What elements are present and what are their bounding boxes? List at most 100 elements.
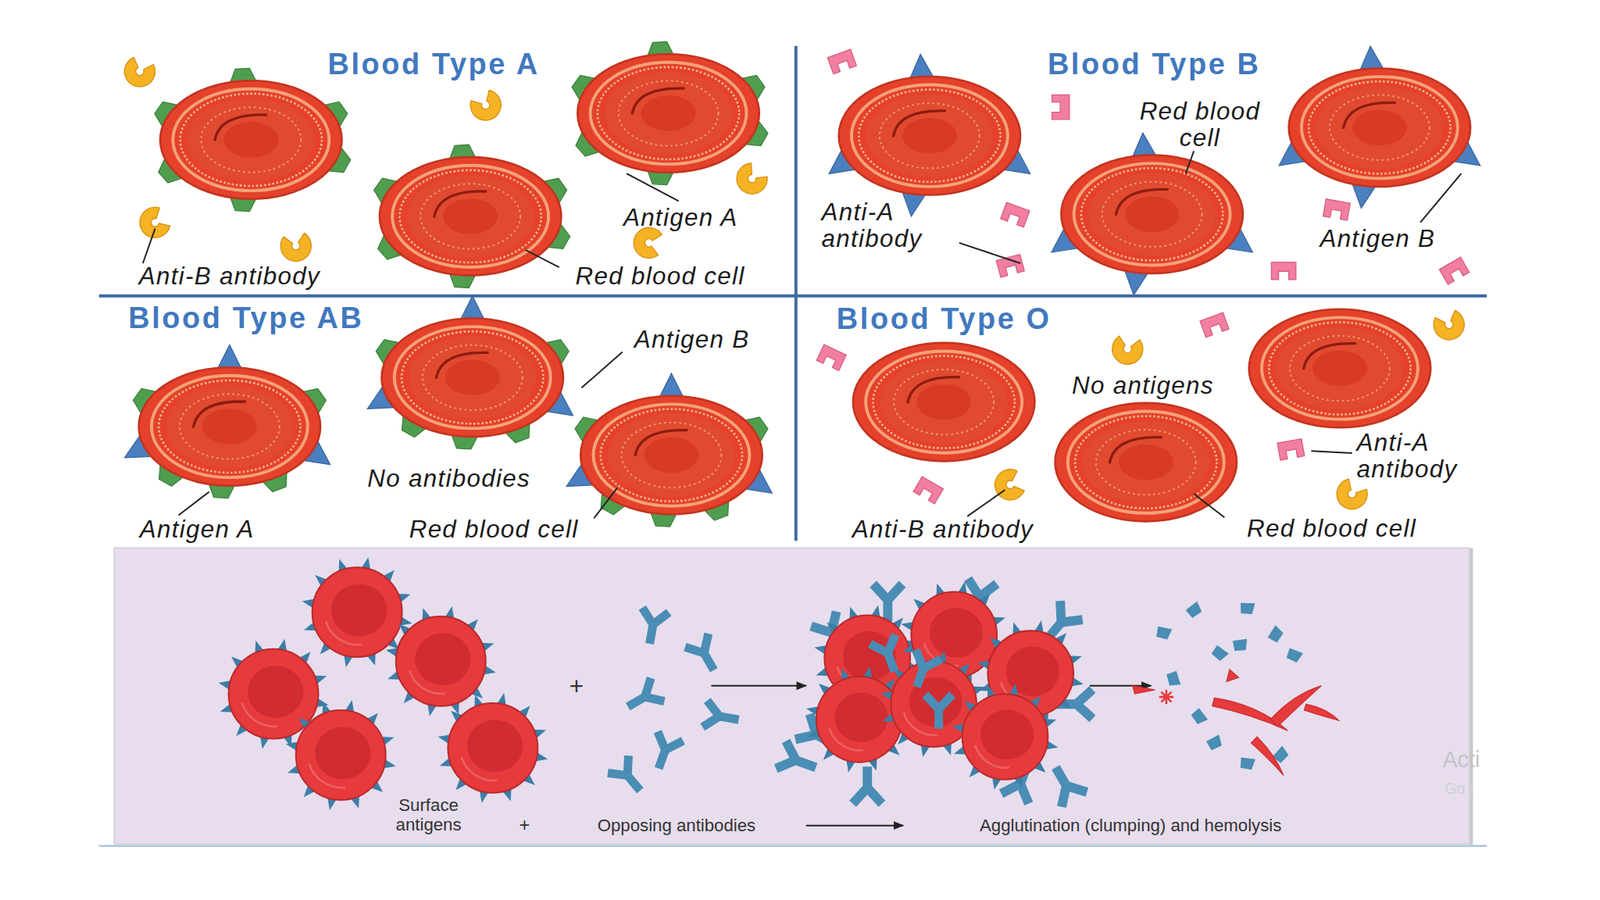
callout-label: Anti-A antibody bbox=[1356, 429, 1494, 483]
anti-a-antibody bbox=[1000, 202, 1030, 228]
red-blood-cell bbox=[385, 606, 497, 717]
cell-center bbox=[1125, 196, 1180, 233]
anti-a-antibody bbox=[1200, 312, 1229, 338]
panel-title: Blood Type A bbox=[327, 47, 540, 82]
cell-center bbox=[607, 414, 736, 497]
cell-ring bbox=[858, 89, 1000, 183]
cell-ring bbox=[872, 356, 1015, 449]
cell-center bbox=[1088, 172, 1216, 256]
cell-body bbox=[296, 710, 386, 800]
red-blood-cell bbox=[1249, 309, 1431, 429]
cell-body bbox=[839, 76, 1021, 196]
cell-ring bbox=[200, 107, 301, 172]
antibody-fragment bbox=[1184, 601, 1204, 620]
blood-type-panel: Blood Type O bbox=[797, 297, 1487, 541]
antibodies bbox=[120, 49, 1470, 515]
cell-center bbox=[467, 719, 523, 772]
cell-ring bbox=[600, 408, 743, 501]
cell-crease bbox=[1109, 437, 1162, 464]
cell-ring bbox=[1102, 182, 1203, 247]
cell-crease bbox=[1342, 102, 1396, 129]
red-blood-cell bbox=[571, 41, 768, 185]
cell-ring bbox=[394, 326, 551, 429]
cell-ring bbox=[1074, 163, 1231, 265]
callout-label: Red blood cell bbox=[1123, 97, 1277, 151]
antibody bbox=[646, 731, 683, 773]
callout-label: Anti-B antibody bbox=[139, 263, 321, 290]
cell-crease bbox=[632, 88, 685, 115]
cell-highlight bbox=[903, 712, 939, 736]
cell-center bbox=[916, 384, 972, 420]
panel-edge bbox=[99, 844, 1487, 847]
red-blood-cell bbox=[437, 692, 548, 804]
leader-line bbox=[178, 492, 210, 516]
cell-body bbox=[139, 367, 321, 486]
caption-text: Go t bbox=[1444, 778, 1474, 797]
cell-ring bbox=[865, 350, 1022, 453]
cell-highlight bbox=[325, 621, 362, 645]
leader-line bbox=[593, 487, 618, 518]
antibody-fragment bbox=[1189, 707, 1208, 726]
anti-b-antibody bbox=[467, 87, 508, 126]
cell-body bbox=[816, 676, 903, 763]
cell-center bbox=[1316, 85, 1444, 169]
cell-ring bbox=[1261, 317, 1418, 419]
antibody-fragment bbox=[1232, 639, 1247, 652]
cell-fragment bbox=[1250, 736, 1284, 776]
cell-ring bbox=[1081, 167, 1223, 261]
red-blood-cell bbox=[1055, 403, 1237, 522]
red-blood-cell bbox=[154, 67, 351, 211]
agglutination-illustration bbox=[218, 557, 1340, 825]
leader-line bbox=[142, 228, 156, 264]
cell-center bbox=[644, 437, 700, 473]
antibody bbox=[1042, 760, 1087, 808]
cell-ring bbox=[179, 393, 280, 459]
cell-ring bbox=[1289, 335, 1390, 401]
cell-center bbox=[866, 94, 994, 178]
cell-ring bbox=[1301, 76, 1458, 179]
antibody-fragment bbox=[1154, 624, 1173, 641]
antibody bbox=[853, 766, 883, 804]
red-blood-cell bbox=[1278, 46, 1480, 208]
cell-body bbox=[312, 567, 403, 658]
cell-center bbox=[641, 95, 697, 131]
red-blood-cell bbox=[952, 683, 1059, 790]
cell-crease bbox=[214, 114, 268, 141]
cell-fragment bbox=[1303, 703, 1339, 721]
cell-center bbox=[247, 665, 304, 718]
callout-label: Anti-A antibody bbox=[821, 199, 965, 253]
cell-ring bbox=[893, 369, 994, 435]
cell-crease bbox=[1303, 343, 1356, 370]
leader-line bbox=[967, 489, 1005, 517]
reaction-arrow bbox=[1089, 685, 1151, 687]
cell-body bbox=[160, 80, 342, 200]
antibody bbox=[685, 633, 726, 677]
panel-divider bbox=[99, 294, 1487, 298]
anti-b-antibody bbox=[278, 232, 314, 264]
cell-ring bbox=[879, 103, 980, 168]
cell-ring bbox=[1308, 81, 1450, 174]
cell-highlight bbox=[409, 670, 446, 694]
red-blood-cell bbox=[828, 54, 1030, 217]
callout-label: Red blood cell bbox=[575, 263, 746, 290]
antibody bbox=[621, 678, 665, 719]
leader-line bbox=[1185, 150, 1194, 174]
cell-ring bbox=[1067, 411, 1225, 514]
cell-fragment bbox=[1132, 685, 1156, 694]
cell-ring bbox=[172, 89, 329, 191]
cell-center bbox=[1118, 444, 1174, 480]
panel-title: Blood Type AB bbox=[128, 301, 364, 336]
cell-center bbox=[442, 198, 498, 234]
antibody-fragment bbox=[1266, 625, 1286, 644]
cell-center bbox=[1082, 421, 1210, 504]
anti-a-antibody bbox=[996, 253, 1025, 278]
caption-text: + bbox=[569, 673, 584, 700]
callout-label: Antigen A bbox=[623, 203, 739, 231]
caption-text: + bbox=[518, 815, 530, 836]
red-blood-cell bbox=[374, 144, 571, 288]
cell-ring bbox=[158, 380, 300, 473]
cell-body bbox=[580, 396, 762, 515]
blood-type-panel: Blood Type A bbox=[102, 46, 797, 297]
callout-label: Anti-B antibody bbox=[852, 516, 1034, 543]
cell-ring bbox=[401, 331, 543, 424]
